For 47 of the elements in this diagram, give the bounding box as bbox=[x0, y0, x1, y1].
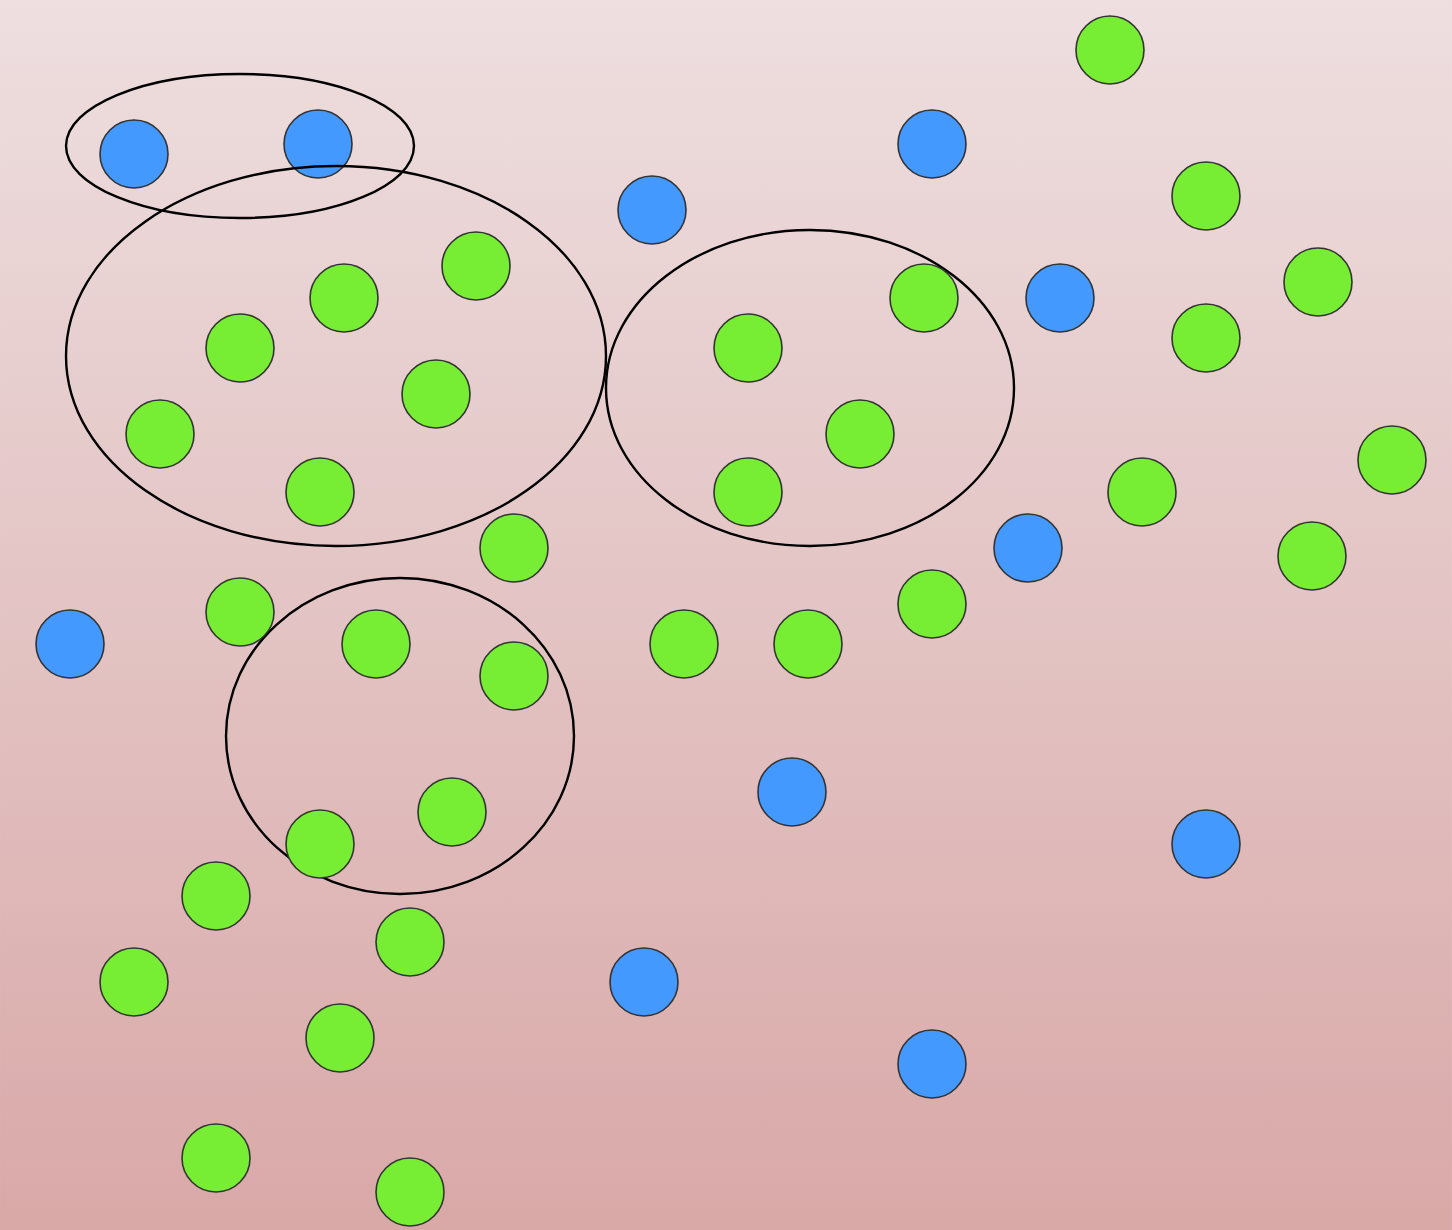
dot bbox=[1025, 263, 1095, 333]
dot bbox=[375, 1157, 445, 1227]
dot bbox=[1107, 457, 1177, 527]
dot bbox=[617, 175, 687, 245]
dot bbox=[479, 641, 549, 711]
dot bbox=[825, 399, 895, 469]
dot bbox=[285, 457, 355, 527]
dot bbox=[889, 263, 959, 333]
dot bbox=[205, 577, 275, 647]
dot bbox=[309, 263, 379, 333]
dot bbox=[417, 777, 487, 847]
dot bbox=[1171, 303, 1241, 373]
dot bbox=[479, 513, 549, 583]
group-ellipse bbox=[64, 164, 608, 548]
dot bbox=[649, 609, 719, 679]
group-ellipse bbox=[224, 576, 576, 896]
dot bbox=[897, 569, 967, 639]
dot bbox=[609, 947, 679, 1017]
dot bbox=[285, 809, 355, 879]
dot bbox=[305, 1003, 375, 1073]
dot bbox=[401, 359, 471, 429]
group-ellipse bbox=[604, 228, 1016, 548]
dot bbox=[897, 109, 967, 179]
dot bbox=[1171, 809, 1241, 879]
dot bbox=[99, 119, 169, 189]
dot bbox=[1283, 247, 1353, 317]
dot bbox=[897, 1029, 967, 1099]
dot bbox=[1277, 521, 1347, 591]
dot bbox=[375, 907, 445, 977]
dot bbox=[181, 1123, 251, 1193]
dot bbox=[713, 313, 783, 383]
dot bbox=[993, 513, 1063, 583]
dot bbox=[1075, 15, 1145, 85]
dot bbox=[99, 947, 169, 1017]
dot bbox=[283, 109, 353, 179]
dot bbox=[1171, 161, 1241, 231]
dot bbox=[773, 609, 843, 679]
group-ellipse bbox=[64, 72, 416, 220]
dot bbox=[713, 457, 783, 527]
dot bbox=[341, 609, 411, 679]
dot bbox=[35, 609, 105, 679]
dot bbox=[181, 861, 251, 931]
dot bbox=[205, 313, 275, 383]
dot bbox=[125, 399, 195, 469]
dot bbox=[1357, 425, 1427, 495]
dot bbox=[757, 757, 827, 827]
dot bbox=[441, 231, 511, 301]
